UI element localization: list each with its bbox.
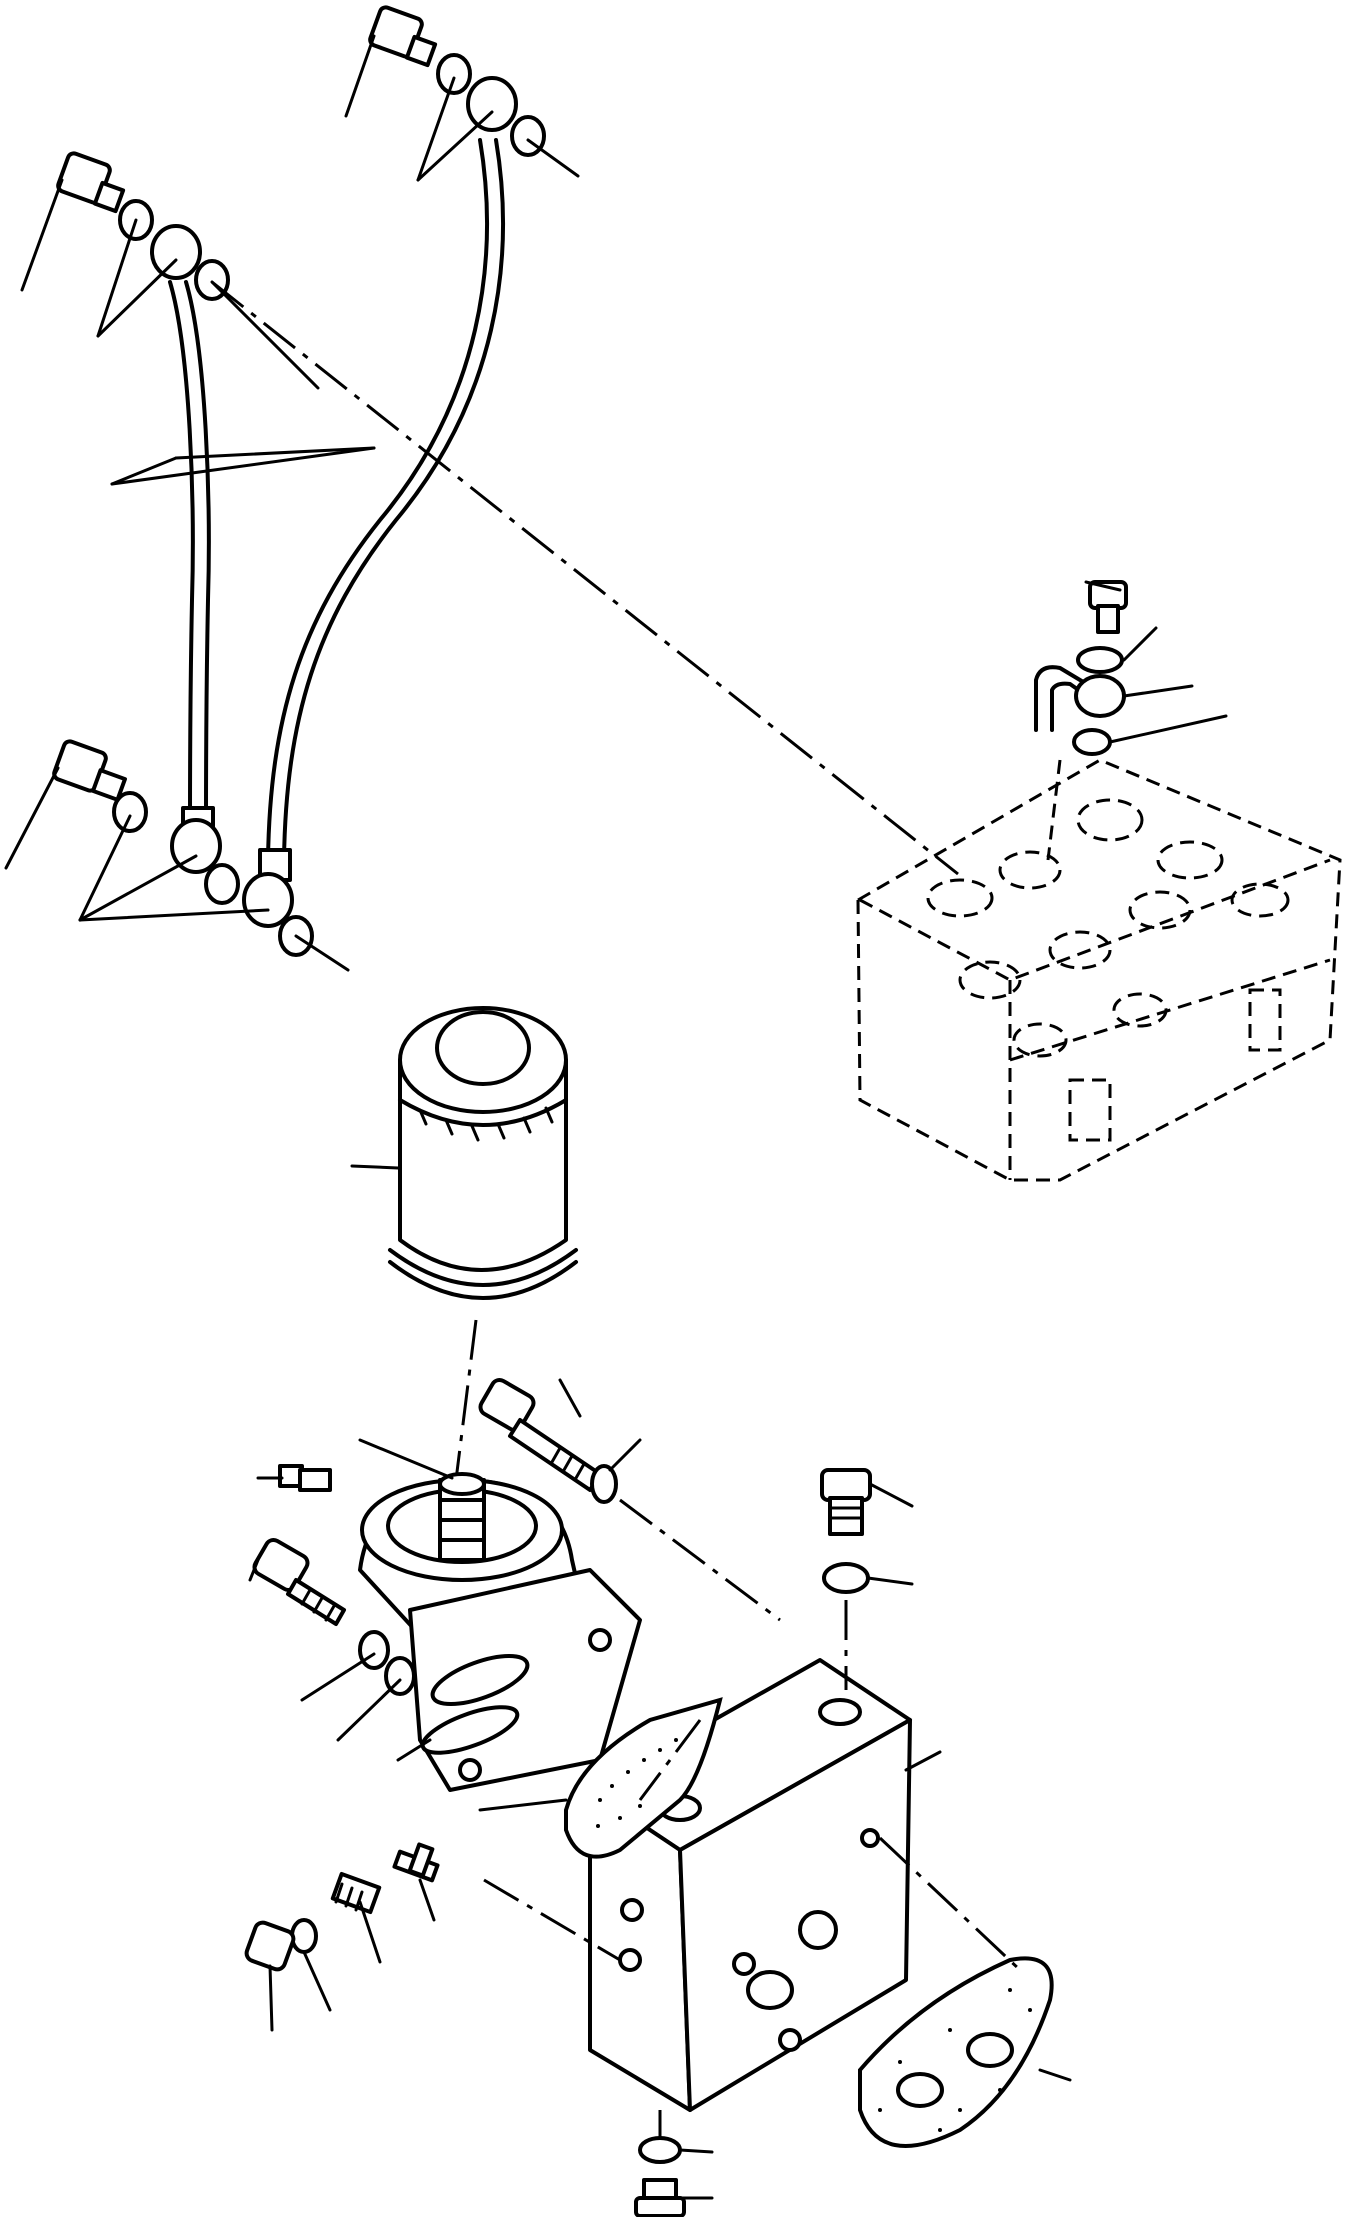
- cylinder-head: [856, 758, 1342, 1182]
- relief-valve-plunger: [392, 1842, 440, 1883]
- seal-washer-lower-left-b: [204, 863, 240, 905]
- callout-leaders-head: [1084, 580, 1228, 744]
- seal-washer-head-a: [1076, 646, 1124, 674]
- relief-valve-spring: [330, 1871, 382, 1915]
- plug-lower: [634, 2178, 686, 2217]
- oil-pipe-left: [168, 280, 215, 840]
- callout-leaders-lower: [248, 1378, 1072, 2200]
- banjo-bolt-lower-left: [52, 739, 127, 802]
- banjo-eye-upper-left: [150, 224, 202, 280]
- oil-filter-cartridge: [350, 1006, 578, 1300]
- banjo-bolt-top: [368, 5, 438, 68]
- sensor-fitting: [278, 1464, 332, 1492]
- bolt-filter-head-lower: [252, 1537, 346, 1626]
- callout-leaders-top: [4, 34, 580, 972]
- seal-washer-top-a: [436, 53, 472, 95]
- banjo-bolt-upper-left: [56, 151, 126, 214]
- seal-washer-plug-lower: [638, 2136, 682, 2164]
- oil-pipe-head: [1034, 665, 1126, 732]
- oil-pipe-right: [258, 138, 505, 882]
- centerline-filter: [454, 1319, 478, 1481]
- banjo-eye-lower-left-a: [170, 818, 222, 874]
- banjo-eye-top: [466, 76, 518, 132]
- banjo-eye-lower-left-b: [242, 872, 294, 928]
- seal-washer-relief: [290, 1918, 318, 1954]
- seal-washer-filter-head-a: [358, 1630, 390, 1670]
- oil-cooler-block: [588, 1658, 912, 2112]
- filter-head: [358, 1472, 642, 1792]
- bolt-filter-head-upper: [478, 1377, 602, 1492]
- seal-washer-filter-head-upper: [590, 1464, 618, 1504]
- centerlines-lower: [483, 1498, 1022, 2140]
- gasket-filter-head: [564, 1697, 723, 1859]
- gasket-cooler: [858, 1956, 1054, 2148]
- plug-relief: [244, 1920, 296, 1972]
- plug-upper: [820, 1468, 872, 1536]
- centerline-head-fitting: [1046, 759, 1062, 861]
- centerline-pipe-to-head: [211, 280, 959, 876]
- seal-washer-plug-upper: [822, 1562, 870, 1594]
- seal-washer-head-b: [1072, 728, 1112, 756]
- seal-washer-lower-left-a: [112, 791, 148, 833]
